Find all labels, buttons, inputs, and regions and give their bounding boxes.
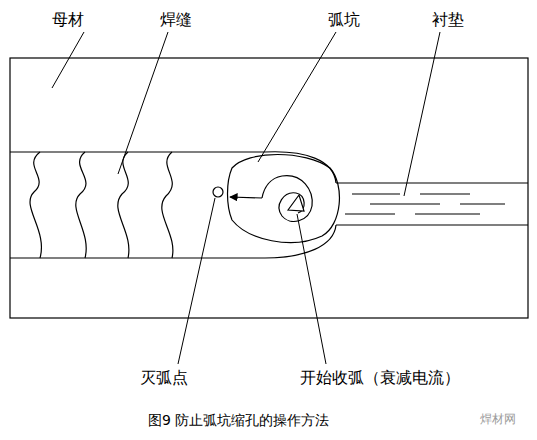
part-label: 衬垫	[432, 10, 464, 29]
part-label: 焊缝	[160, 10, 192, 29]
part-label: 开始收弧（衰减电流）	[300, 368, 460, 387]
leader-lines	[52, 32, 440, 364]
part-label: 弧坑	[328, 10, 360, 29]
weld-ripple	[76, 152, 86, 258]
backing-edge	[336, 224, 528, 225]
crater-outline	[228, 155, 340, 243]
weld-ripple	[30, 152, 41, 258]
backing-edge	[336, 182, 528, 183]
backing-hatch	[345, 194, 505, 214]
weld-ripple	[118, 152, 129, 258]
figure-caption: 图9 防止弧坑缩孔的操作方法	[148, 412, 329, 429]
base-metal-outline	[10, 58, 528, 318]
arc-spiral-path	[262, 176, 312, 222]
part-label: 灭弧点	[140, 368, 188, 387]
arc-start-mark	[288, 195, 304, 211]
arc-direction-arrow	[230, 197, 262, 198]
watermark: 焊材网	[480, 412, 516, 426]
weld-ripple	[162, 152, 173, 258]
arc-extinguish-point	[213, 187, 223, 197]
weld-edge	[10, 152, 336, 183]
part-label: 母材	[52, 10, 84, 29]
